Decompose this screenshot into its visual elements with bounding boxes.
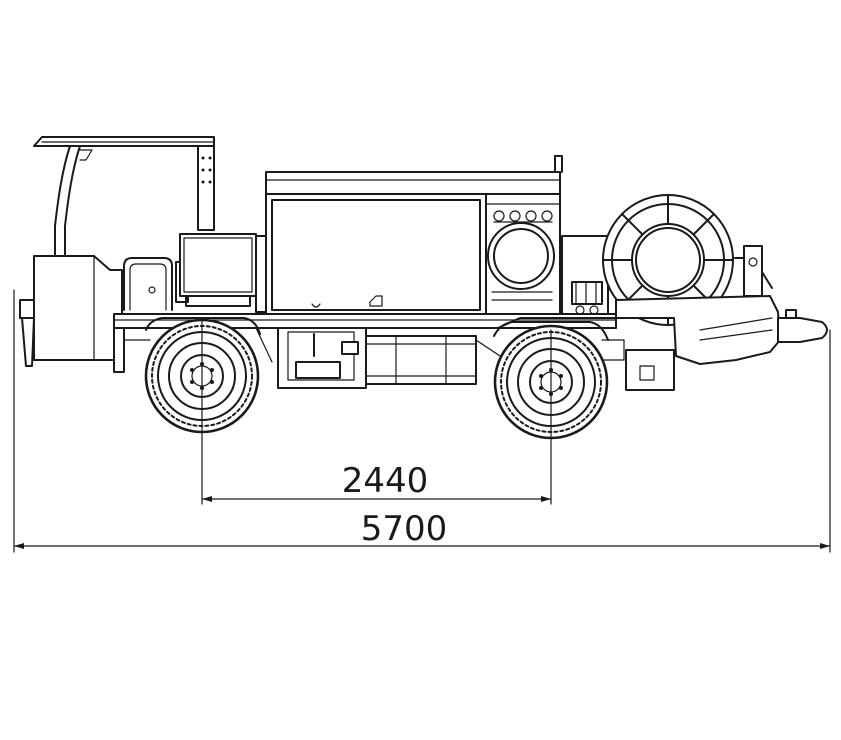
main-enclosure — [265, 155, 563, 315]
front-wheel — [144, 317, 261, 434]
rear-equipment — [561, 194, 828, 391]
gauge-icons — [493, 210, 553, 223]
operator-canopy — [33, 136, 215, 257]
overall-length-dimension-label: 5700 — [361, 509, 448, 549]
dimension-lines — [13, 289, 831, 553]
wheelbase-dimension-label: 2440 — [342, 461, 429, 501]
